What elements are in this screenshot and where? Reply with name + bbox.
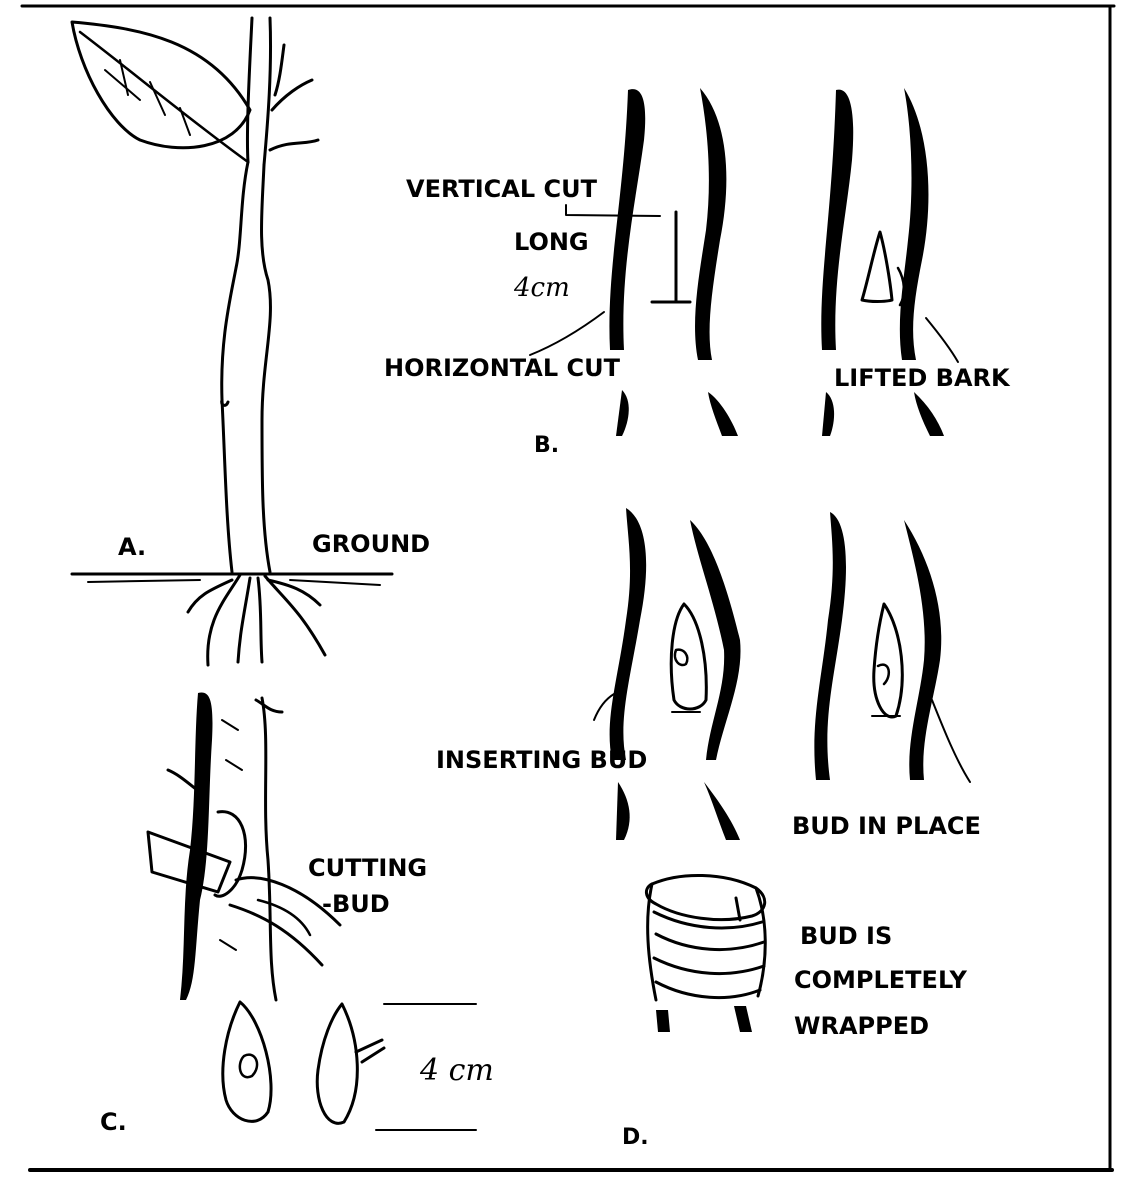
lifted-bark-label: LIFTED BARK (834, 364, 1011, 392)
wrapped-label-line1: BUD IS (800, 922, 892, 950)
horizontal-cut-label: HORIZONTAL CUT (384, 354, 621, 382)
stem-bud-in-place (814, 512, 970, 782)
cutting-bud-label-line1: CUTTING (308, 854, 427, 882)
scale-label: 4 cm (419, 1053, 494, 1088)
wrapped-label-line2: COMPLETELY (794, 966, 967, 994)
panel-b-letter: B. (534, 433, 559, 458)
panel-d-letter: D. (622, 1125, 649, 1150)
seedling-drawing (72, 18, 392, 665)
length-label: 4cm (513, 273, 570, 303)
wrapped-stem (646, 875, 765, 1032)
vertical-cut-label: VERTICAL CUT (406, 175, 598, 203)
bud-in-place-label: BUD IN PLACE (792, 812, 981, 840)
panel-a-letter: A. (118, 533, 146, 561)
cutting-bud-label-line2: -BUD (322, 890, 390, 918)
wrapped-label-line3: WRAPPED (794, 1012, 929, 1040)
long-label: LONG (514, 228, 589, 256)
ground-label: GROUND (312, 530, 430, 558)
stem-with-t-cut (530, 88, 738, 436)
inserting-bud-label: INSERTING BUD (436, 746, 647, 774)
panel-c-letter: C. (100, 1108, 127, 1136)
stem-inserting-bud (594, 508, 741, 840)
